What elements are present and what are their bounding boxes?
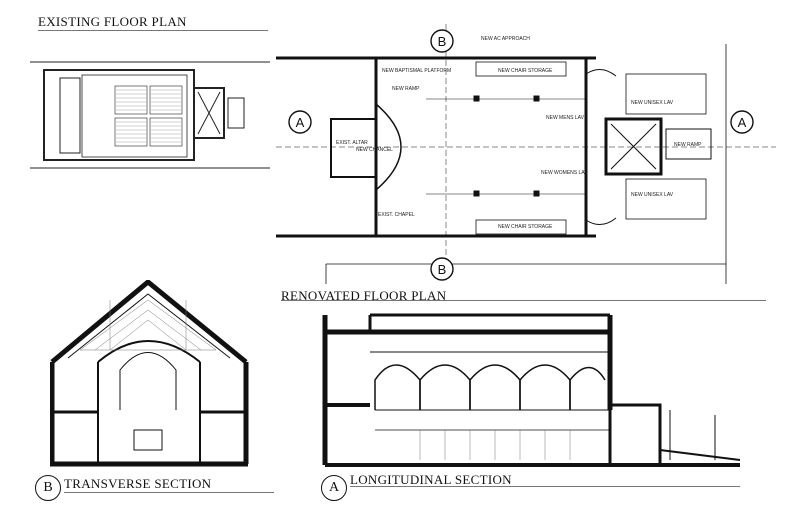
label-chancel: NEW CHANCEL bbox=[356, 147, 393, 153]
label-womens-lav: NEW WOMENS LAV bbox=[541, 170, 588, 176]
title-transverse-section: TRANSVERSE SECTION bbox=[64, 476, 212, 491]
title-renovated-floor-plan: RENOVATED FLOOR PLAN bbox=[281, 288, 447, 303]
label-chair-storage-south: NEW CHAIR STORAGE bbox=[498, 224, 553, 230]
label-ramp-east: NEW RAMP bbox=[674, 142, 702, 148]
label-chapel: EXIST. CHAPEL bbox=[378, 212, 415, 218]
title-rule-renovated bbox=[281, 300, 766, 301]
svg-text:B: B bbox=[438, 34, 447, 49]
section-marker-a-west: A bbox=[288, 110, 312, 134]
transverse-section bbox=[50, 280, 249, 467]
label-baptismal-platform: NEW BAPTISMAL PLATFORM bbox=[382, 68, 451, 74]
title-rule-existing bbox=[38, 30, 268, 31]
label-mens-lav: NEW MENS LAV bbox=[546, 115, 585, 121]
longitudinal-section bbox=[322, 313, 740, 467]
svg-text:B: B bbox=[438, 262, 447, 277]
label-ramp-west: NEW RAMP bbox=[392, 86, 420, 92]
label-unisex-lav-north: NEW UNISEX LAV bbox=[631, 100, 674, 106]
section-marker-b-top: B bbox=[430, 29, 454, 53]
marker-a-longitudinal: A bbox=[321, 475, 347, 501]
section-marker-b-bottom: B bbox=[430, 257, 454, 281]
section-marker-a-east: A bbox=[730, 110, 754, 134]
title-existing-floor-plan: EXISTING FLOOR PLAN bbox=[38, 14, 187, 29]
existing-floor-plan bbox=[30, 61, 270, 169]
svg-text:A: A bbox=[738, 115, 747, 130]
label-altar: EXIST. ALTAR bbox=[336, 140, 368, 146]
label-unisex-lav-south: NEW UNISEX LAV bbox=[631, 192, 674, 198]
title-longitudinal-section: LONGITUDINAL SECTION bbox=[350, 472, 512, 487]
label-ac-approach: NEW AC APPROACH bbox=[481, 36, 530, 42]
title-rule-longitudinal bbox=[350, 486, 740, 487]
marker-b-transverse: B bbox=[35, 475, 61, 501]
svg-text:A: A bbox=[296, 115, 305, 130]
title-rule-transverse bbox=[64, 492, 274, 493]
label-chair-storage-north: NEW CHAIR STORAGE bbox=[498, 68, 553, 74]
renovated-floor-plan: B B A A NEW AC APPROACH NEW BAPTISMAL PL… bbox=[276, 24, 776, 284]
